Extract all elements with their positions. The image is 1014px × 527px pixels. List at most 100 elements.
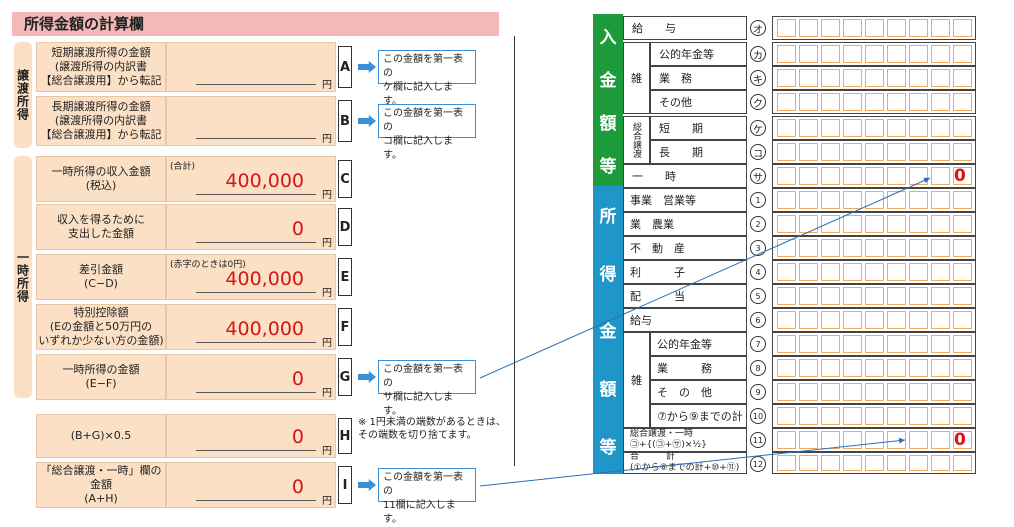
amount-value[interactable]: 0 [291, 426, 304, 448]
yen-unit: 円 [322, 190, 332, 201]
footnote: ※ 1円未満の端数があるときは、 その端数を切り捨てます。 [358, 417, 506, 441]
shotoku-row-label: 総合譲渡・一時 ㋙+{(㋙+㋚)×½} [623, 428, 747, 452]
divider [514, 36, 515, 466]
band-char: 所 [599, 207, 617, 228]
amount-grid[interactable] [772, 66, 976, 90]
row-circle: 7 [750, 336, 766, 352]
amount-line [196, 392, 316, 393]
amount-grid[interactable] [772, 308, 976, 332]
amount-value: 0 [954, 430, 966, 450]
arrow-right-icon [358, 479, 376, 491]
income-row-label: 長 期 [650, 140, 747, 164]
band-char: 金 [599, 71, 617, 91]
row-letter: F [338, 308, 352, 346]
amount-value[interactable]: 0 [291, 218, 304, 240]
amount-line [196, 138, 316, 139]
zatsu-label-2: 雑 [623, 332, 650, 428]
band-char: 金 [599, 322, 617, 343]
transfer-note: この金額を第一表の 11欄に記入します。 [378, 468, 476, 525]
shotoku-row-label: 業 農業 [623, 212, 747, 236]
shotoku-row-label: 公的年金等 [650, 332, 747, 356]
row-label: 収入を得るために 支出した金額 [36, 204, 166, 250]
row-label: 一時所得の金額 (E−F) [36, 354, 166, 400]
amount-grid[interactable] [772, 428, 976, 452]
amount-grid[interactable] [772, 356, 976, 380]
row-letter: E [338, 258, 352, 296]
band-char: 入 [599, 28, 617, 48]
band-shotoku: 所 得 金 額 等 [593, 186, 623, 474]
row-letter: A [338, 46, 352, 88]
shotoku-row-label: 合 計 (①から⑥までの計+⑩+⑪) [623, 452, 747, 474]
amount-grid[interactable] [772, 452, 976, 474]
transfer-note: この金額を第一表の サ欄に記入します。 [378, 360, 476, 417]
income-row-label: 短 期 [650, 116, 747, 140]
shotoku-row-label: 業 務 [650, 356, 747, 380]
amount-value[interactable]: 400,000 [225, 268, 304, 290]
page-title: 所得金額の計算欄 [24, 15, 145, 33]
sogo-label: 総合譲渡 [623, 116, 650, 164]
arrow-right-icon [358, 371, 376, 383]
amount-value[interactable]: 0 [291, 476, 304, 498]
row-letter: D [338, 208, 352, 246]
connector-arrows [479, 177, 931, 487]
amount-grid[interactable] [772, 16, 976, 40]
row-label: (B+G)×0.5 [36, 414, 166, 458]
arrow-sa [479, 177, 931, 379]
amount-grid[interactable] [772, 332, 976, 356]
income-row-label: 業 務 [650, 66, 747, 90]
transfer-note: この金額を第一表の コ欄に記入します。 [378, 104, 476, 161]
amount-grid[interactable] [772, 284, 976, 308]
transfer-note: この金額を第一表の ケ欄に記入します。 [378, 50, 476, 107]
income-row-label: 給 与 [623, 16, 747, 40]
amount-line [196, 292, 316, 293]
row-circle: 3 [750, 240, 766, 256]
amount-grid[interactable] [772, 42, 976, 66]
row-circle: 1 [750, 192, 766, 208]
amount-value[interactable]: 0 [291, 368, 304, 390]
row-label: 差引金額 (C−D) [36, 254, 166, 300]
row-circle: コ [750, 144, 766, 160]
row-value-box [166, 42, 336, 92]
amount-value[interactable]: 400,000 [225, 318, 304, 340]
row-circle: サ [750, 168, 766, 184]
arrow-right-icon [358, 115, 376, 127]
amount-line [196, 450, 316, 451]
row-label: 「総合譲渡・一時」欄の金額 (A+H) [36, 462, 166, 508]
income-row-label: 公的年金等 [650, 42, 747, 66]
income-row-label: 一 時 [623, 164, 747, 188]
shotoku-row-label: ⑦から⑨までの計 [650, 404, 747, 428]
row-circle: 4 [750, 264, 766, 280]
amount-grid[interactable] [772, 188, 976, 212]
band-income: 入 金 額 等 [593, 14, 623, 186]
amount-grid[interactable] [772, 380, 976, 404]
row-letter: B [338, 100, 352, 142]
row-circle: 6 [750, 312, 766, 328]
amount-grid[interactable] [772, 404, 976, 428]
row-value-box [166, 96, 336, 146]
row-circle: 10 [750, 408, 766, 424]
row-circle: キ [750, 70, 766, 86]
band-char: 等 [599, 437, 617, 458]
amount-grid[interactable] [772, 164, 976, 188]
row-circle: 9 [750, 384, 766, 400]
row-letter: C [338, 160, 352, 198]
yen-unit: 円 [322, 134, 332, 145]
amount-grid[interactable] [772, 90, 976, 114]
yen-unit: 円 [322, 338, 332, 349]
amount-grid[interactable] [772, 212, 976, 236]
row-prefix: (赤字のときは0円) [170, 260, 246, 270]
amount-value[interactable]: 400,000 [225, 170, 304, 192]
arrow-right-icon [358, 61, 376, 73]
amount-grid[interactable] [772, 260, 976, 284]
amount-grid[interactable] [772, 116, 976, 140]
yen-unit: 円 [322, 496, 332, 507]
amount-grid[interactable] [772, 140, 976, 164]
arrow-11 [479, 437, 906, 487]
row-label: 長期譲渡所得の金額 (譲渡所得の内訳書 【総合譲渡用】から転記 [36, 96, 166, 146]
row-circle: 2 [750, 216, 766, 232]
amount-line [196, 194, 316, 195]
row-circle: 11 [750, 432, 766, 448]
row-circle: 8 [750, 360, 766, 376]
row-prefix: (合計) [170, 162, 196, 172]
row-label: 一時所得の収入金額 (税込) [36, 156, 166, 202]
